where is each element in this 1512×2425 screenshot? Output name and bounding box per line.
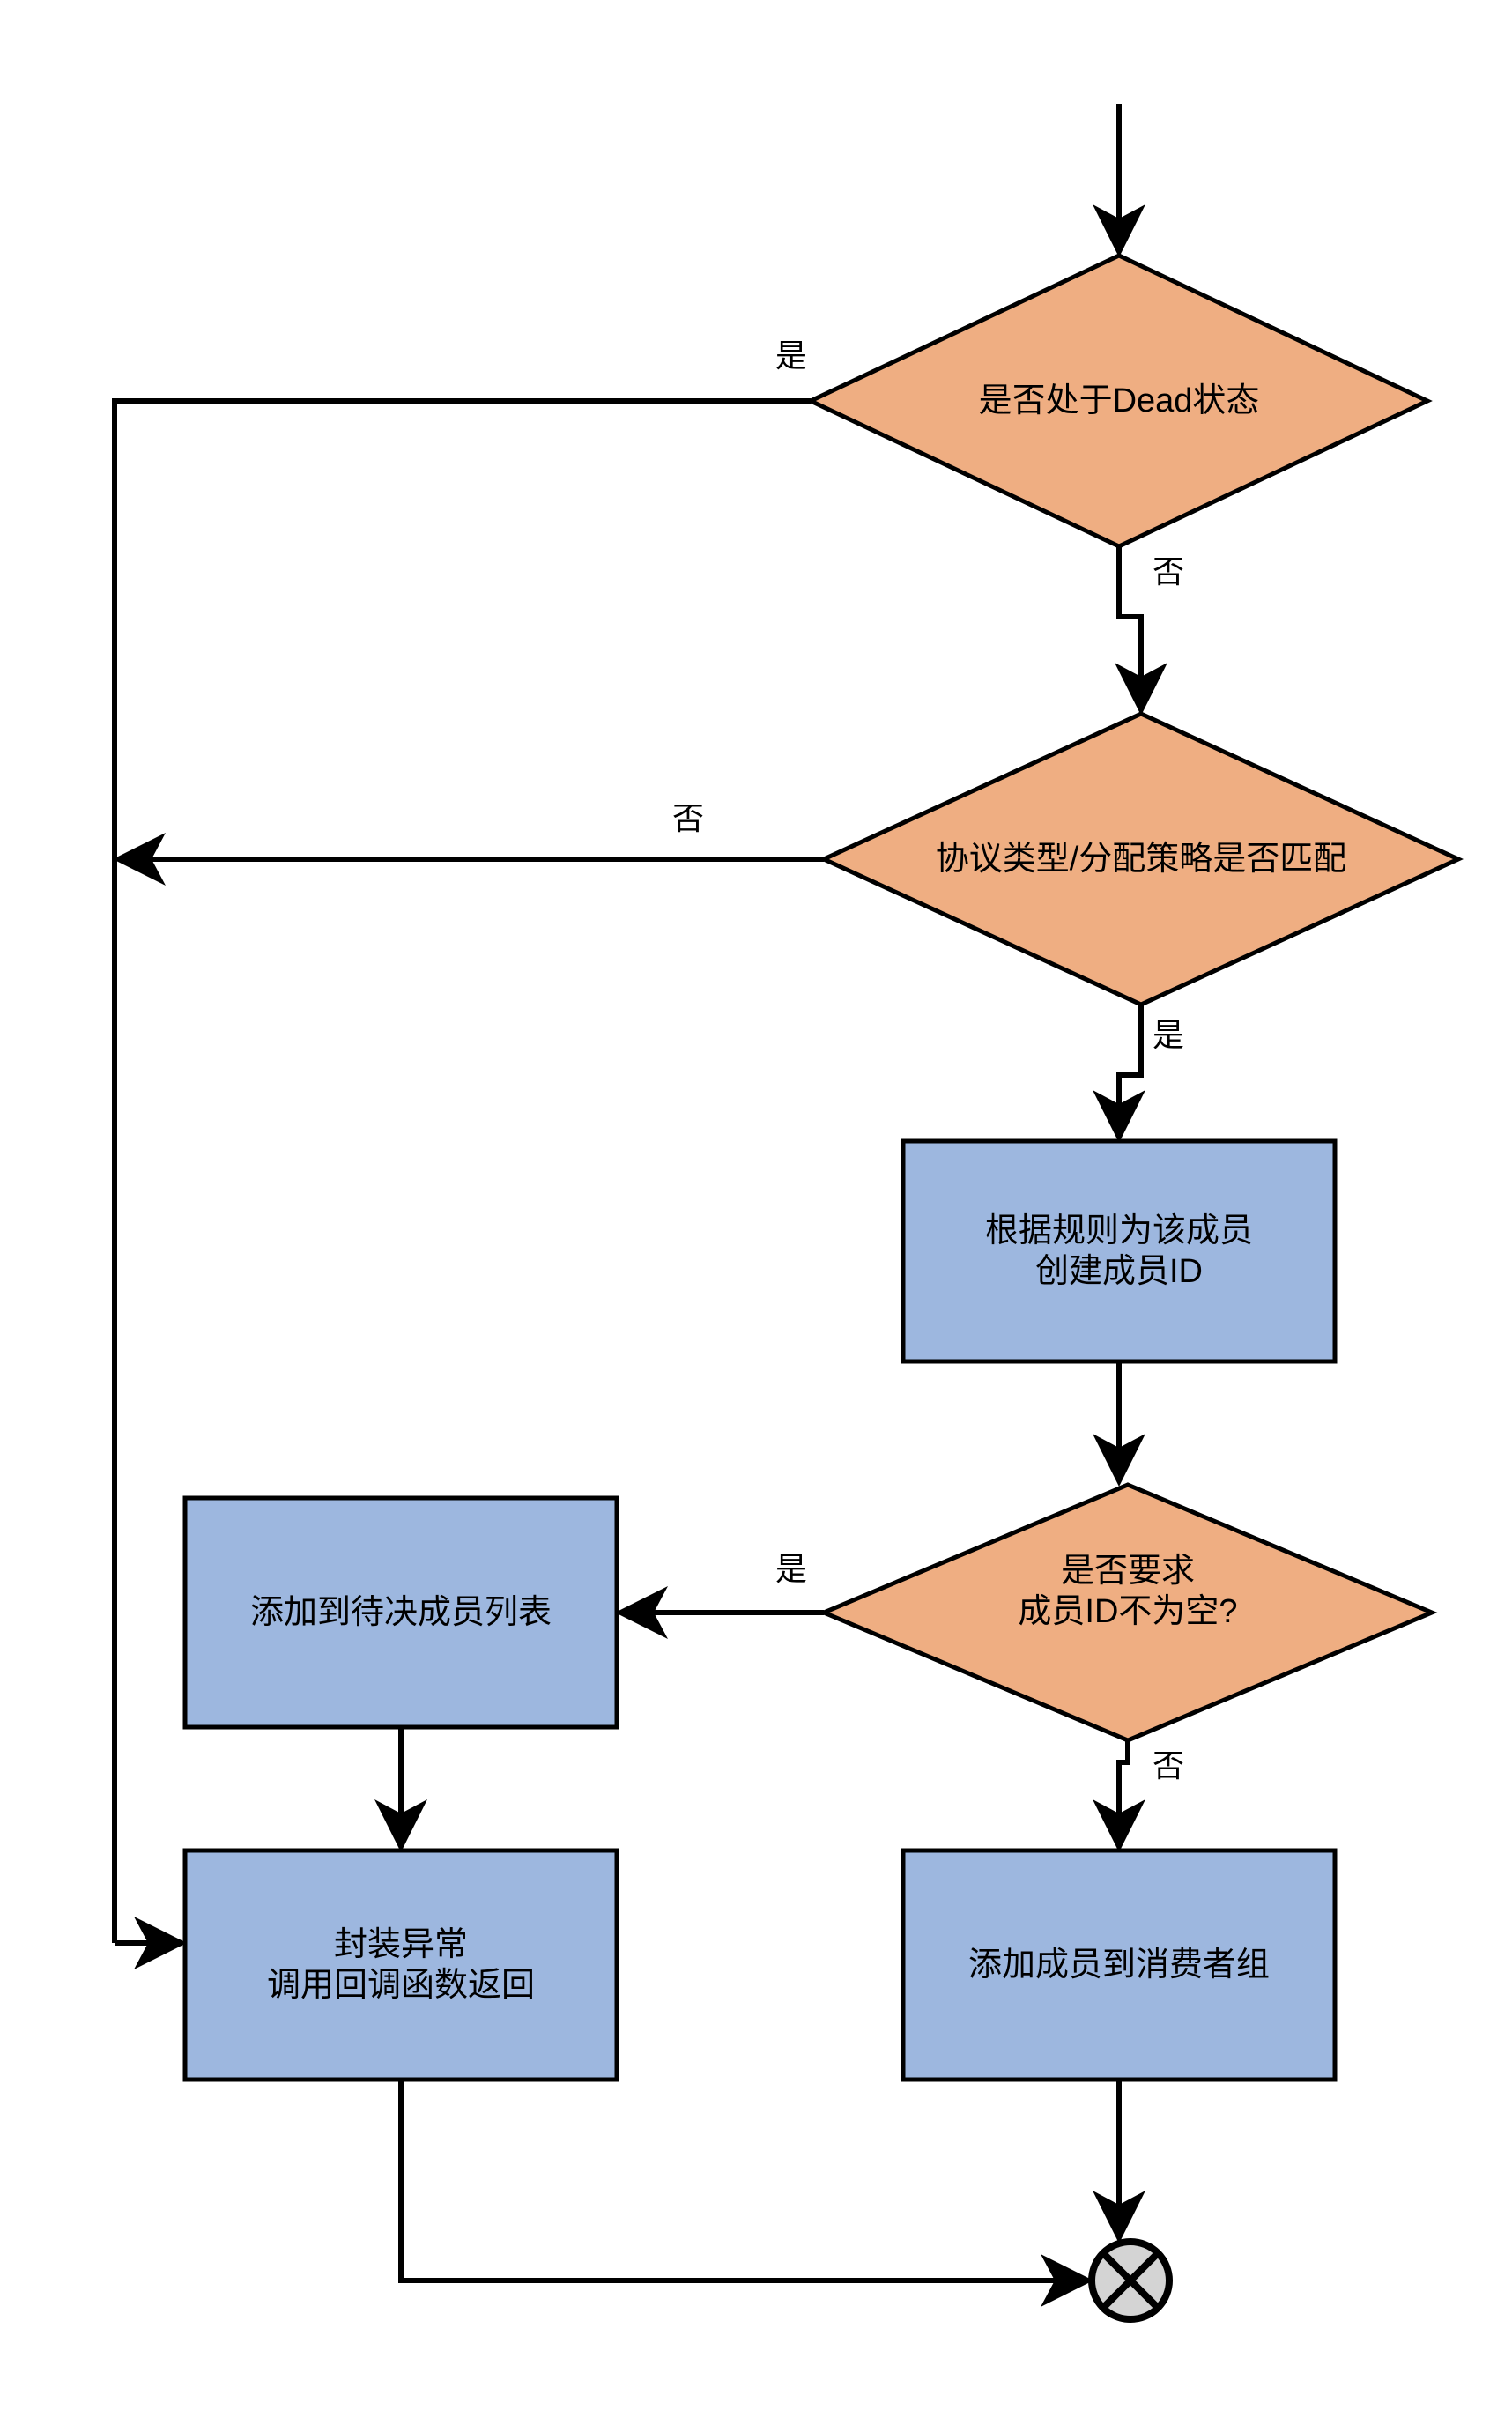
edge-dead-state-no	[1115, 546, 1167, 716]
edge-exception-to-end	[398, 2080, 1093, 2307]
process-wrap-exception-shape[interactable]	[182, 1848, 619, 2082]
edge-label-dead-state-no: 否	[1153, 553, 1185, 590]
terminal-end-node[interactable]	[1088, 2238, 1173, 2323]
edge-member-id-no	[1093, 1740, 1145, 1852]
edge-protocol-match-yes	[1093, 1005, 1145, 1143]
edge-label-dead-state-yes: 是	[775, 337, 808, 374]
edge-label-protocol-match-no: 否	[672, 800, 705, 836]
decision-dead-state-shape[interactable]	[805, 253, 1433, 549]
process-add-to-group-shape[interactable]	[901, 1848, 1338, 2082]
decision-member-id-required-shape[interactable]	[818, 1482, 1438, 1743]
edge-label-protocol-match-yes: 是	[1153, 1017, 1185, 1053]
edge-label-member-id-no: 否	[1153, 1747, 1185, 1784]
process-create-member-id-shape[interactable]	[901, 1138, 1338, 1364]
edge-dead-state-yes	[112, 398, 811, 1943]
edge-label-member-id-yes: 是	[775, 1551, 808, 1587]
decision-protocol-match-shape[interactable]	[818, 711, 1464, 1007]
process-add-pending-list-shape[interactable]	[182, 1495, 619, 1730]
